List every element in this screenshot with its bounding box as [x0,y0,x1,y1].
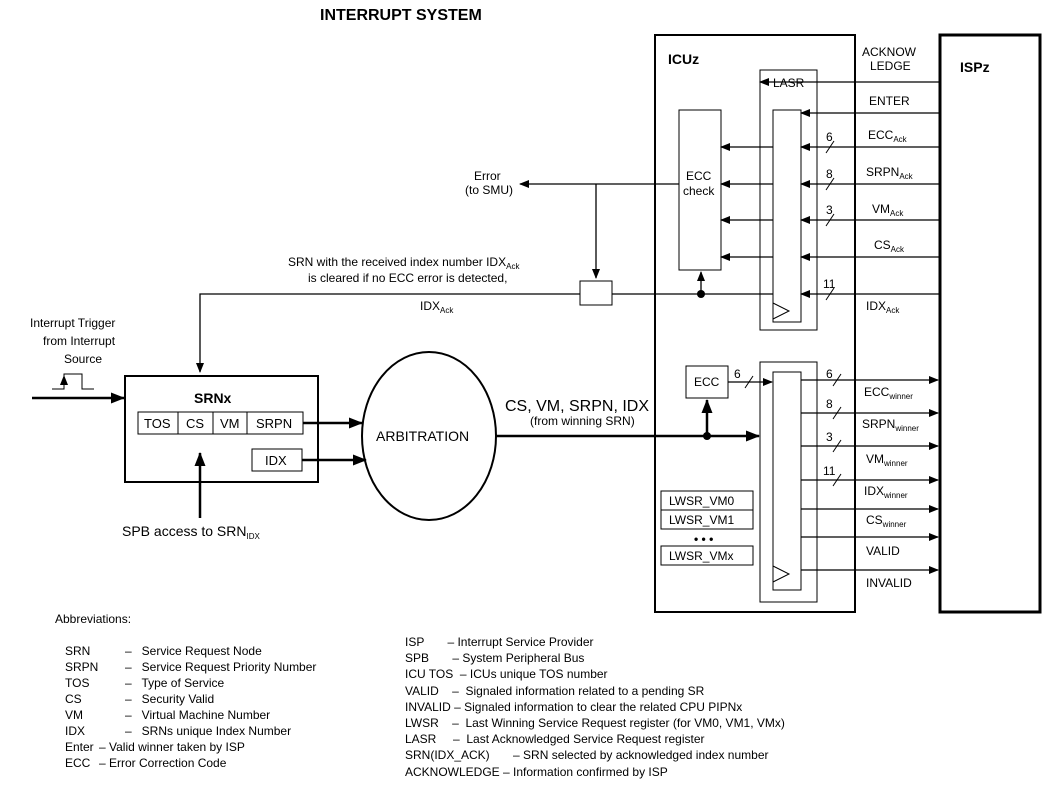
srpn-winner-label: SRPNwinner [862,417,919,433]
abbreviation-item: ACKNOWLEDGE – Information confirmed by I… [405,764,668,779]
srn-field-srpn-label: SRPN [256,416,292,431]
icu-block [654,34,856,613]
srn-clear-line-2: is cleared if no ECC error is detected, [308,271,507,285]
arbitration-label: ARBITRATION [376,428,469,444]
lasr-register [759,69,818,331]
lwsr-vm1-label: LWSR_VM1 [669,513,734,527]
abbreviation-item: SRN(IDX_ACK) – SRN selected by acknowled… [405,748,769,763]
vm-ack-width: 3 [826,203,833,217]
lasr-label: LASR [773,76,805,90]
lwsr-vmx [660,545,754,566]
winning-bus-label: CS, VM, SRPN, IDX [505,398,649,415]
isp-block [938,33,1042,614]
lwsr-vm1 [660,509,754,530]
abbreviation-item: ICU TOS – ICUs unique TOS number [405,667,608,682]
lwsr-clock-icon [772,565,791,583]
abbreviation-item: SRN– Service Request Node [65,644,262,658]
abbreviations-left-list: SRN– Service Request Node SRPN– Service … [65,643,316,771]
srpn-ack-width: 8 [826,167,833,181]
abbreviation-item: INVALID – Signaled information to clear … [405,699,743,714]
srn-field-idx-label: IDX [265,453,287,468]
abbreviation-item: ECC– Error Correction Code [65,756,227,770]
ecc-check-label-1: ECC [686,169,712,183]
srpn-winner-width-tick [832,406,842,420]
valid-label: VALID [866,544,900,558]
idx-ack-width: 11 [823,277,836,291]
idx-winner-width: 11 [823,464,836,478]
srn-block [124,375,319,483]
abbreviation-item: CS– Security Valid [65,692,215,706]
srpn-ack-width-tick [825,177,835,191]
winning-bus-sublabel: (from winning SRN) [530,414,635,428]
ecc-ack-label: ECCAck [868,128,908,144]
vm-winner-label: VMwinner [866,452,908,468]
abbreviation-item: SPB – System Peripheral Bus [405,651,585,666]
clear-gate [579,280,613,306]
icu-label: ICUz [668,51,699,67]
ecc-check-block [678,109,722,271]
ecc-ack-width-tick [825,140,835,154]
srn-label: SRNx [194,390,232,406]
abbreviation-item: SRPN– Service Request Priority Number [65,660,317,674]
acknowledge-label-2: LEDGE [870,59,911,73]
lasr-clock-icon [772,302,791,320]
ecc-generator-label: ECC [694,375,720,389]
idx-to-srn-path [196,293,580,373]
abbreviation-item: IDX– SRNs unique Index Number [65,724,292,738]
lwsr-flipflop [772,371,802,591]
trigger-pulse-icon [52,373,94,390]
acknowledge-label-1: ACKNOW [862,45,917,59]
srn-field-vm-label: VM [220,416,240,431]
cs-winner-label: CSwinner [866,513,907,529]
srn-field-cs-label: CS [186,416,204,431]
lasr-flipflop [772,109,802,323]
idx-winner-width-tick [832,473,842,487]
srn-field-tos-label: TOS [144,416,171,431]
abbreviation-item: LWSR – Last Winning Service Request regi… [405,715,785,730]
abbreviations-title: Abbreviations: [55,612,132,626]
srpn-ack-label: SRPNAck [866,165,914,181]
vm-winner-width-tick [832,439,842,453]
ecc-winner-width-tick [832,373,842,387]
vm-winner-width: 3 [826,430,833,444]
vm-ack-width-tick [825,213,835,227]
ecc-ack-width: 6 [826,130,833,144]
trigger-label-2: from Interrupt [43,334,116,348]
error-label-1: Error [474,169,501,183]
srn-clear-line-1: SRN with the received index number IDXAc… [288,255,520,271]
spb-access-label: SPB access to SRNIDX [122,523,261,541]
ecc-winner-width: 6 [826,367,833,381]
ecc-winner-label: ECCwinner [864,385,913,401]
abbreviation-item: Enter– Valid winner taken by ISP [65,740,245,754]
error-label-2: (to SMU) [465,183,513,197]
lwsr-ellipsis: • • • [694,532,713,546]
enter-label: ENTER [869,94,910,108]
ecc-internal-width-tick [744,375,754,389]
abbreviation-item: ISP – Interrupt Service Provider [405,635,594,649]
idx-winner-label: IDXwinner [864,484,908,500]
lwsr-vmx-label: LWSR_VMx [669,549,733,563]
idx-ack-left-label: IDXAck [420,299,454,315]
abbreviation-item: VALID – Signaled information related to … [405,683,705,698]
cs-ack-label: CSAck [874,238,905,254]
trigger-label-1: Interrupt Trigger [30,316,115,330]
ecc-internal-width: 6 [734,367,741,381]
diagram-title: INTERRUPT SYSTEM [320,7,482,24]
abbreviation-item: LASR – Last Acknowledged Service Request… [405,732,705,747]
ecc-check-label-2: check [683,184,715,198]
abbreviation-item: TOS– Type of Service [65,676,225,690]
abbreviations-right-list: ISP – Interrupt Service Provider SPB – S… [405,634,785,780]
abbreviation-item: VM– Virtual Machine Number [65,708,271,722]
idx-ack-width-tick [825,287,835,301]
idx-ack-right-label: IDXAck [866,299,900,315]
isp-label: ISPz [960,59,990,75]
invalid-label: INVALID [866,576,912,590]
srpn-winner-width: 8 [826,397,833,411]
trigger-label-3: Source [64,352,102,366]
lwsr-register [759,361,818,603]
lwsr-vm0-label: LWSR_VM0 [669,494,734,508]
vm-ack-label: VMAck [872,202,904,218]
